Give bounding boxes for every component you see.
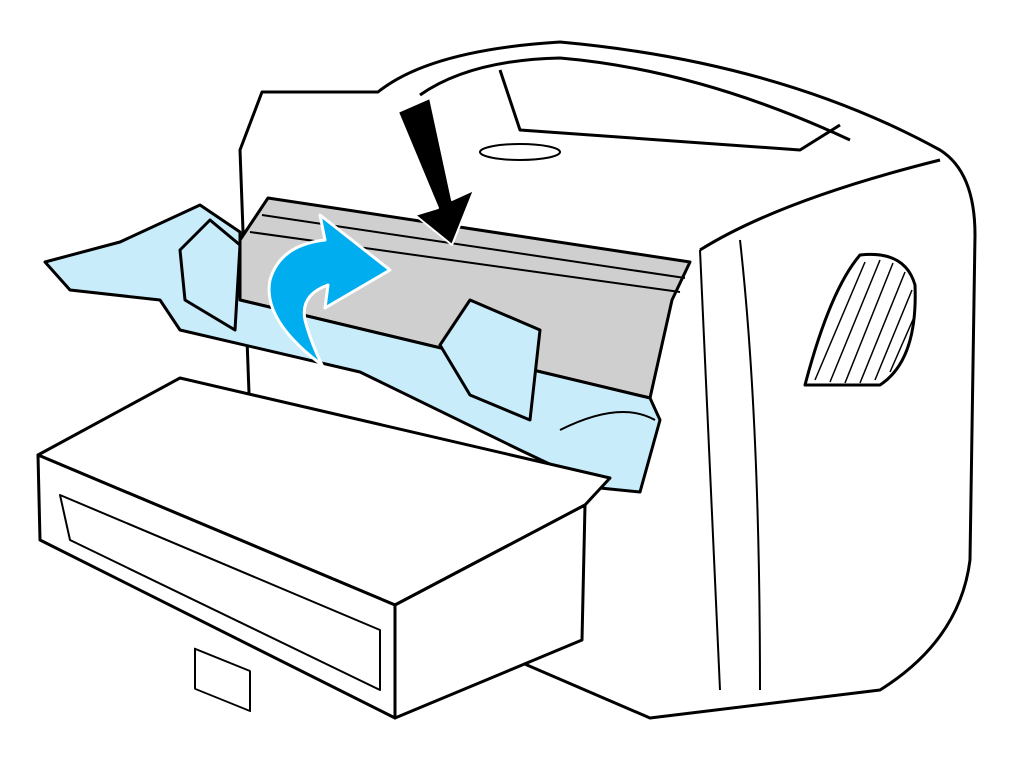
side-vent — [803, 252, 917, 387]
insert-arrow-icon — [267, 213, 392, 367]
paper-tray — [36, 376, 612, 720]
push-down-arrow-icon — [397, 97, 475, 246]
cartridge-door — [43, 203, 662, 494]
